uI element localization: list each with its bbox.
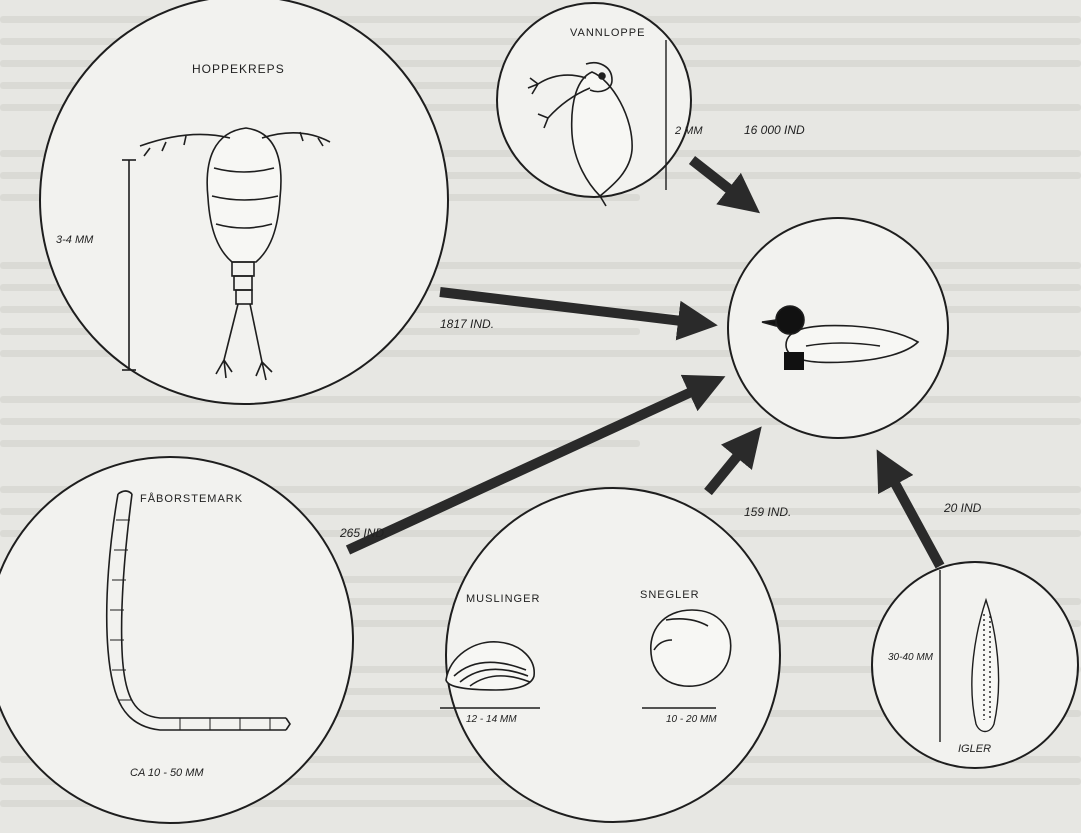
hoppekreps-size: 3-4 MM: [56, 234, 94, 246]
igler-size: 30-40 MM: [888, 652, 934, 663]
snegler-label: SNEGLER: [640, 589, 700, 601]
borstemark-count: 265 IND.: [339, 526, 387, 540]
borstemark-label: FÅBORSTEMARK: [140, 492, 243, 505]
borstemark-size: CA 10 - 50 MM: [130, 767, 204, 779]
igler-label: IGLER: [958, 743, 991, 755]
arrow-igler-to-duck: [890, 474, 940, 566]
mollusc-count: 159 IND.: [744, 505, 791, 519]
arrow-vannloppe-to-duck: [692, 160, 738, 196]
hoppekreps-count: 1817 IND.: [440, 317, 494, 331]
vannloppe-count: 16 000 IND: [744, 123, 805, 137]
snail-illustration: [651, 610, 731, 686]
vannloppe-size: 2 MM: [674, 125, 703, 137]
arrow-mollusc-to-duck: [708, 448, 744, 492]
vannloppe-label: VANNLOPPE: [570, 27, 645, 39]
hoppekreps-label: HOPPEKREPS: [192, 62, 285, 76]
muslinger-size: 12 - 14 MM: [466, 714, 517, 725]
igler-count: 20 IND: [943, 501, 982, 515]
muslinger-label: MUSLINGER: [466, 593, 540, 605]
snegler-size: 10 - 20 MM: [666, 714, 717, 725]
